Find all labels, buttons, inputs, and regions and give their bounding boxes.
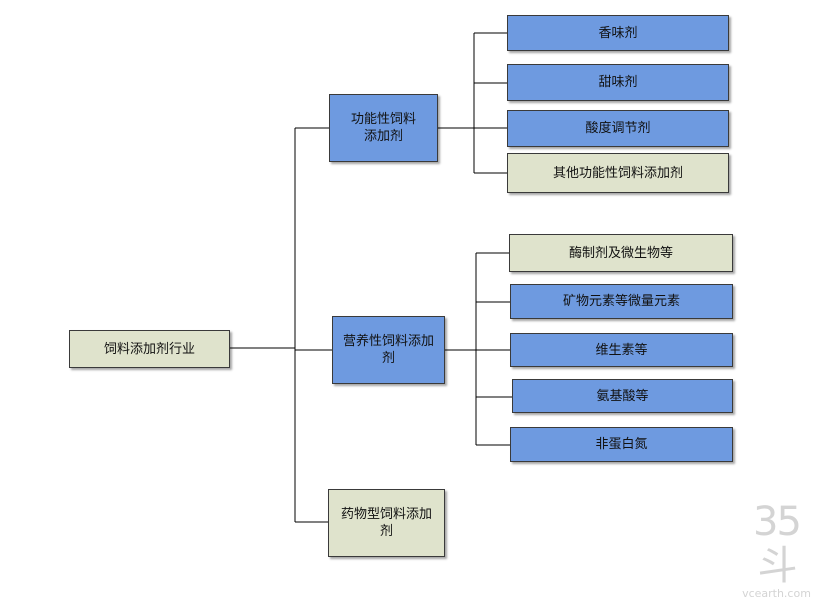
category-functional: 功能性饲料添加剂 bbox=[329, 94, 438, 162]
leaf-label: 维生素等 bbox=[595, 342, 648, 358]
leaf-amino-acid: 氨基酸等 bbox=[512, 379, 733, 413]
leaf-label: 甜味剂 bbox=[598, 75, 638, 90]
leaf-label: 其他功能性饲料添加剂 bbox=[552, 165, 683, 181]
watermark-logo: 35斗 bbox=[753, 499, 802, 589]
leaf-sweetener: 甜味剂 bbox=[507, 64, 729, 101]
root-node: 饲料添加剂行业 bbox=[69, 330, 230, 368]
leaf-flavoring: 香味剂 bbox=[507, 15, 729, 51]
leaf-label: 酶制剂及微生物等 bbox=[568, 245, 673, 261]
category-medicinal: 药物型饲料添加剂 bbox=[328, 489, 445, 557]
category-label: 营养性饲料添加剂 bbox=[342, 334, 434, 366]
leaf-label: 香味剂 bbox=[598, 25, 638, 41]
category-nutrition: 营养性饲料添加剂 bbox=[332, 316, 445, 384]
leaf-other-functional: 其他功能性饲料添加剂 bbox=[507, 153, 729, 193]
leaf-enzyme-microbe: 酶制剂及微生物等 bbox=[509, 234, 733, 272]
root-label: 饲料添加剂行业 bbox=[103, 341, 195, 357]
watermark-site: vcearth.com bbox=[742, 587, 811, 600]
connector-lines bbox=[230, 32, 512, 523]
leaf-acidity-regulator: 酸度调节剂 bbox=[507, 110, 729, 147]
watermark: 35斗 vcearth.com bbox=[736, 500, 817, 600]
leaf-trace-mineral: 矿物元素等微量元素 bbox=[510, 284, 733, 319]
category-label: 功能性饲料添加剂 bbox=[350, 112, 416, 144]
leaf-vitamin: 维生素等 bbox=[510, 333, 733, 367]
leaf-label: 酸度调节剂 bbox=[585, 121, 651, 136]
category-label: 药物型饲料添加剂 bbox=[340, 507, 432, 539]
leaf-label: 非蛋白氮 bbox=[595, 437, 648, 452]
leaf-label: 矿物元素等微量元素 bbox=[562, 294, 680, 309]
leaf-non-protein-nitrogen: 非蛋白氮 bbox=[510, 427, 733, 462]
leaf-label: 氨基酸等 bbox=[596, 388, 649, 404]
